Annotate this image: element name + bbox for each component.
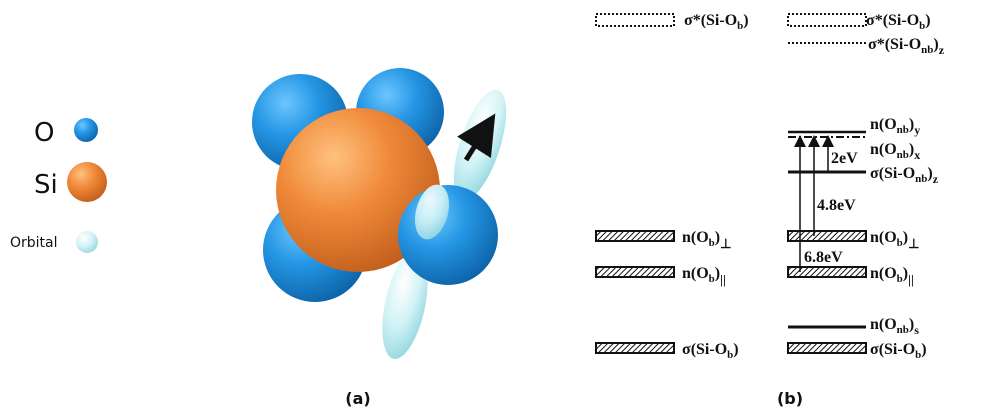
transition-label-6-8ev: 6.8eV bbox=[804, 249, 843, 266]
level-right-n-perp bbox=[787, 230, 867, 242]
legend-oxygen-sphere bbox=[74, 118, 98, 142]
legend-orbital-label: Orbital bbox=[10, 235, 58, 251]
transition-label-4-8ev: 4.8eV bbox=[817, 197, 856, 214]
level-right-n-par bbox=[787, 266, 867, 278]
label-right-n-par: n(Ob)|| bbox=[870, 265, 914, 287]
label-left-n-perp: n(Ob)⊥ bbox=[682, 229, 731, 251]
label-right-sigma-star-b: σ*(Si-Ob) bbox=[866, 12, 931, 32]
label-left-sigma: σ(Si-Ob) bbox=[682, 341, 739, 361]
level-left-sigma-star bbox=[595, 13, 675, 27]
label-right-sigma: σ(Si-Ob) bbox=[870, 341, 927, 361]
sio4-molecule bbox=[252, 68, 507, 359]
caption-b: (b) bbox=[777, 389, 803, 408]
level-right-sigma-star-b bbox=[787, 13, 867, 27]
orbital-lobe-mid bbox=[414, 184, 450, 240]
legend-silicon-sphere bbox=[67, 162, 107, 202]
energy-level-diagram: σ*(Si-Ob) n(Ob)⊥ n(Ob)|| σ(Si-Ob) σ*(Si-… bbox=[595, 12, 945, 361]
transition-label-2ev: 2eV bbox=[831, 150, 858, 167]
caption-a: (a) bbox=[345, 389, 370, 408]
label-right-n-perp: n(Ob)⊥ bbox=[870, 229, 919, 251]
label-left-sigma-star: σ*(Si-Ob) bbox=[684, 12, 749, 32]
legend: O Si Orbital bbox=[10, 118, 107, 253]
level-left-n-perp bbox=[595, 230, 675, 242]
label-right-sigma-nb: σ(Si-Onb)z bbox=[870, 165, 939, 186]
level-left-sigma bbox=[595, 342, 675, 354]
level-left-n-par bbox=[595, 266, 675, 278]
label-left-n-par: n(Ob)|| bbox=[682, 265, 726, 287]
label-right-n-onb-s: n(Onb)s bbox=[870, 316, 919, 337]
label-right-n-onb-y: n(Onb)y bbox=[870, 116, 920, 137]
legend-orbital-sphere bbox=[76, 231, 98, 253]
orbital-lobe-lower bbox=[382, 251, 428, 359]
spin-arrow-icon bbox=[457, 113, 496, 162]
label-right-sigma-star-nb: σ*(Si-Onb)z bbox=[868, 36, 945, 57]
legend-silicon-label: Si bbox=[34, 170, 58, 200]
level-right-sigma bbox=[787, 342, 867, 354]
label-right-n-onb-x: n(Onb)x bbox=[870, 141, 920, 162]
legend-oxygen-label: O bbox=[34, 118, 54, 148]
